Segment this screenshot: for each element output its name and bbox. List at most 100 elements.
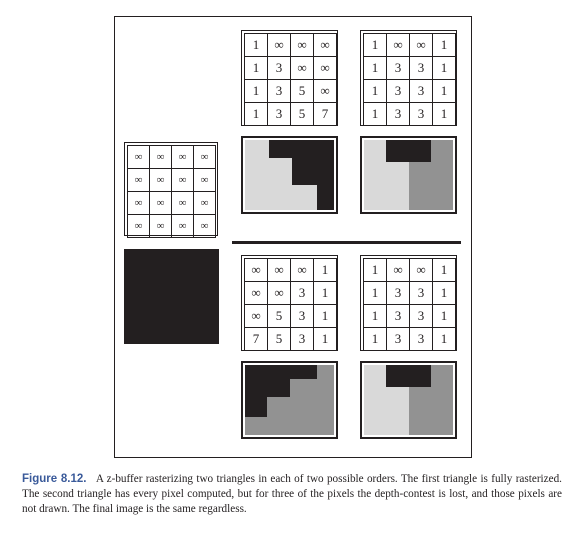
order-a-image-after-first [241,136,338,214]
depth-cell: 1 [244,79,268,103]
depth-cell: 1 [432,102,456,126]
depth-cell: 1 [244,56,268,80]
depth-cell: 3 [409,304,433,328]
depth-cell: ∞ [409,33,433,57]
depth-cell: 1 [313,327,337,351]
grid-row: 1∞∞∞ [244,33,337,57]
grid-row: ∞∞∞∞ [127,168,216,192]
first-triangle [245,140,317,210]
caption-label: Figure 8.12. [22,473,87,485]
depth-cell: ∞ [171,168,194,192]
first-triangle [245,365,334,435]
depth-cell: 3 [386,102,410,126]
order-b-image-after-first [241,361,338,439]
figure-caption: Figure 8.12. A z-buffer rasterizing two … [22,472,562,517]
depth-cell: ∞ [127,145,150,169]
depth-cell: ∞ [313,33,337,57]
caption-text: A z-buffer rasterizing two triangles in … [22,473,562,515]
divider [232,241,461,244]
depth-cell: 1 [313,258,337,282]
depth-cell: ∞ [313,56,337,80]
depth-cell: 3 [290,327,314,351]
depth-cell: 3 [409,281,433,305]
depth-cell: 1 [363,102,387,126]
depth-cell: 3 [386,56,410,80]
depth-cell: ∞ [244,258,268,282]
depth-cell: 3 [386,281,410,305]
figure-frame [114,16,472,458]
second-triangle [364,365,409,435]
depth-cell: 7 [313,102,337,126]
depth-cell: ∞ [244,304,268,328]
depth-cell: ∞ [171,191,194,215]
depth-cell: ∞ [386,258,410,282]
depth-cell: 1 [363,33,387,57]
initial-image [124,249,219,344]
depth-cell: 1 [432,56,456,80]
depth-cell: ∞ [267,33,291,57]
depth-cell: 1 [363,56,387,80]
depth-cell: 3 [267,56,291,80]
depth-cell: ∞ [149,214,172,238]
depth-cell: 1 [363,281,387,305]
depth-cell: 3 [267,102,291,126]
depth-cell: ∞ [193,214,216,238]
grid-row: ∞∞∞∞ [127,214,216,238]
depth-cell: 7 [244,327,268,351]
depth-cell: 1 [432,304,456,328]
depth-cell: ∞ [127,214,150,238]
grid-row: ∞∞∞∞ [127,191,216,215]
depth-cell: ∞ [171,214,194,238]
depth-cell: 3 [290,304,314,328]
depth-cell: ∞ [267,281,291,305]
depth-cell: 3 [386,304,410,328]
depth-cell: ∞ [386,33,410,57]
grid-row: 1∞∞1 [363,33,456,57]
depth-cell: ∞ [193,191,216,215]
depth-cell: 1 [432,327,456,351]
depth-cell: ∞ [149,191,172,215]
depth-cell: ∞ [313,79,337,103]
depth-cell: ∞ [127,168,150,192]
depth-cell: 1 [432,33,456,57]
depth-cell: 1 [363,304,387,328]
depth-cell: ∞ [290,258,314,282]
depth-cell: 3 [409,102,433,126]
depth-cell: ∞ [409,258,433,282]
grid-row: ∞∞∞∞ [127,145,216,169]
depth-cell: 5 [267,304,291,328]
grid-row: ∞∞∞1 [244,258,337,282]
depth-cell: 3 [409,56,433,80]
initial-zbuffer-grid: ∞∞∞∞∞∞∞∞∞∞∞∞∞∞∞∞ [124,142,218,238]
depth-cell: 3 [409,79,433,103]
depth-cell: 1 [244,33,268,57]
depth-cell: 1 [432,281,456,305]
depth-cell: ∞ [267,258,291,282]
depth-cell: ∞ [193,145,216,169]
depth-cell: 1 [432,258,456,282]
order-a-image-after-second [360,136,457,214]
depth-cell: ∞ [171,145,194,169]
depth-cell: 5 [290,102,314,126]
depth-cell: 5 [267,327,291,351]
depth-cell: ∞ [149,168,172,192]
depth-cell: 1 [313,304,337,328]
depth-cell: 1 [313,281,337,305]
depth-cell: ∞ [290,33,314,57]
depth-cell: 5 [290,79,314,103]
depth-cell: 1 [363,258,387,282]
depth-cell: 3 [386,327,410,351]
second-triangle [409,140,453,210]
depth-cell: 1 [363,327,387,351]
